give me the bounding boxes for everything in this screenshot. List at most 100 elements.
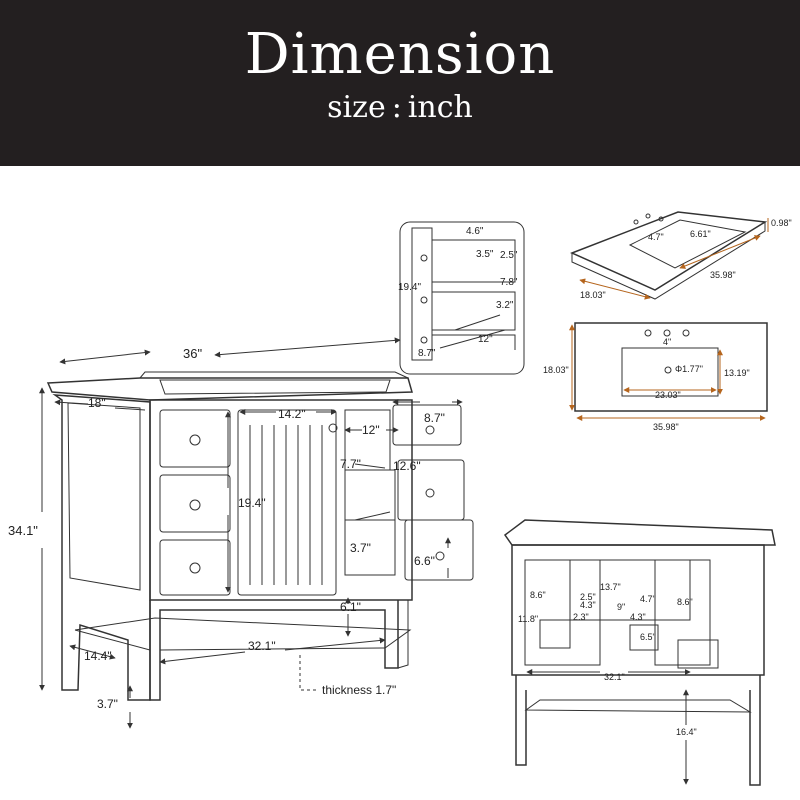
back-dim-g: 6.5" [640,632,656,642]
cabinet-front-frame [149,399,413,601]
dim-thickness: thickness 1.7" [322,683,396,697]
drawer-knob-icon [420,254,428,262]
dim-drawer-front-height: 6.6" [414,554,435,568]
dim-drawer-depth: 12" [362,423,380,437]
bottom-shelf [74,617,412,651]
sink-top-bowl-width: 23.03" [655,390,681,400]
back-dim-h: 11.8" [518,614,538,624]
inset-slides [439,314,506,349]
dim-shelf-gap: 6.1" [340,600,361,614]
back-panel-cutout [629,624,659,651]
dim-drawer-inner: 3.7" [350,541,371,555]
sink-edge [571,222,766,300]
inset-dim-height: 19.4" [398,282,421,293]
sink-top-surface [570,211,768,291]
sink-top-width: 35.98" [653,422,679,432]
sink-top-outline [574,322,768,412]
inset-dim-inner-h: 7.8" [500,277,518,288]
back-left-opening [524,559,601,666]
back-dim-opening: 13.7" [600,582,621,592]
faucet-hole-icon [644,329,652,337]
faucet-hole-icon [645,213,651,219]
drawer-knob-icon [425,425,435,435]
back-dim-a: 2.5" [580,592,596,602]
inset-dim-depth: 12" [478,334,493,345]
back-dim-shelf: 32.1" [604,672,625,682]
faucet-hole-icon [633,219,639,225]
inset-dim-front: 8.7" [418,348,436,359]
sink-iso-bowl-depth: 6.61" [690,229,711,239]
back-dim-c: 9" [617,602,625,612]
sink-iso-width: 35.98" [710,270,736,280]
back-panel-cutout [677,639,719,669]
drawer-knob-icon [189,562,201,574]
back-dim-f: 2.3" [573,612,589,622]
faucet-hole-icon [682,329,690,337]
inset-drawers [431,239,516,350]
back-dim-leg: 16.4" [676,727,697,737]
side-inset-panel [67,402,141,591]
drawer-knob-icon [435,551,445,561]
sink-top-view: 18.03" 35.98" 23.03" 13.19" Φ1.77" 4" [543,322,768,432]
dim-door-height: 19.4" [238,496,266,510]
back-countertop [503,519,776,546]
inset-dim-rail: 3.2" [496,300,514,311]
dim-shelf-depth: 14.4" [84,649,112,663]
dim-drawer-side: 12.6" [393,459,421,473]
sink-basin-outline [159,379,391,395]
inset-frame [399,221,525,375]
door-beadboard [249,425,323,585]
countertop-rear [139,371,409,379]
back-dim-b: 4.3" [580,600,596,610]
page-subtitle: size : inch [327,90,473,125]
inset-dim-slot: 3.5" [476,249,494,260]
back-dim-e: 4.7" [640,594,656,604]
sink-isometric-view: 18.03" 35.98" 0.98" 6.61" 4.7" [570,211,792,300]
front-legs [149,600,399,701]
sink-bowl [628,219,747,269]
drawer-knob-icon [189,499,201,511]
left-drawer-3 [159,539,231,596]
header-banner: Dimension size : inch [0,0,800,166]
back-dim-d: 4.3" [630,612,646,622]
dim-drawer-front-width: 8.7" [424,411,445,425]
page-title: Dimension [244,22,556,87]
back-shelf [524,699,752,713]
back-center-opening [569,559,691,621]
inset-side-panel [411,227,433,361]
sink-iso-hole: 4.7" [648,232,664,242]
dim-width: 36" [183,346,202,361]
sink-iso-depth: 18.03" [580,290,606,300]
back-dim-right-gap: 8.6" [677,597,693,607]
back-panel-cutout [539,619,571,649]
sink-top-drain: Φ1.77" [675,364,703,374]
dim-depth: 18" [88,396,106,410]
dim-door-width: 14.2" [278,407,306,421]
drawer-knob-icon [420,296,428,304]
back-cabinet [511,544,765,676]
back-legs [515,675,761,786]
inset-dim-slot-h: 2.5" [500,250,518,261]
sink-top-spacing: 4" [663,337,671,347]
inset-dim-top-width: 4.6" [466,226,484,237]
back-view: 8.6" 8.6" 13.7" 2.5" 4.3" 9" 4.3" 4.7" 2… [503,519,776,786]
faucet-hole-icon [658,216,664,222]
right-leg [397,599,409,669]
left-drawer-2 [159,474,231,533]
main-vanity-view: 36" 18" 34.1" 14.2" 19.4" 8.7" 12" 7.7" … [8,337,474,728]
drawer-knob-icon [425,488,435,498]
sink-top-bowl-depth: 13.19" [724,368,750,378]
drawer-front-3 [404,519,474,581]
sink-top-depth: 18.03" [543,365,569,375]
back-dim-left-gap: 8.6" [530,590,546,600]
dim-drawer-height-upper: 7.7" [340,457,361,471]
drawer-detail-inset: 19.4" 4.6" 3.5" 2.5" 7.8" 3.2" 12" 8.7" [398,221,525,375]
dim-height: 34.1" [8,523,38,538]
drawer-knob-icon [420,336,428,344]
drawer-knob-icon [189,434,201,446]
drawer-slide-rails [354,463,391,521]
dim-leg-height: 3.7" [97,697,118,711]
dim-shelf-width: 32.1" [248,639,276,653]
faucet-hole-icon [663,329,671,337]
